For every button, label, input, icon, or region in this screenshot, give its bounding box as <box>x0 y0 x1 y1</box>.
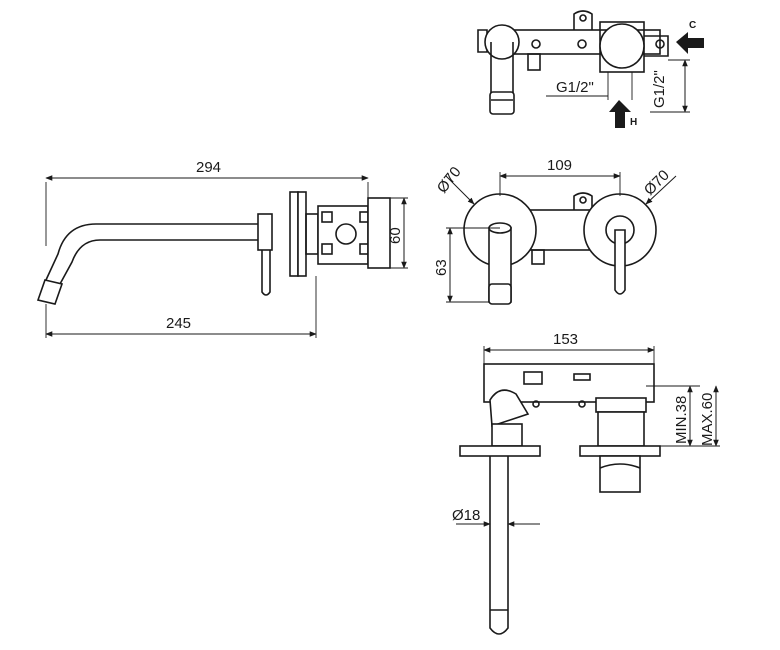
plan-valve-head <box>595 397 647 413</box>
plan-spout-pipe <box>489 456 509 635</box>
top-view: C H G1/2" G1/2" <box>477 10 704 128</box>
spout-tip <box>36 279 64 305</box>
lever-stem <box>261 250 271 296</box>
cold-inlet-arrow <box>676 32 704 54</box>
body-width-label: 153 <box>553 331 578 348</box>
screw <box>577 39 587 49</box>
spout-height-label: 63 <box>433 259 450 276</box>
thread-label-horizontal: G1/2" <box>556 79 594 96</box>
side-view: 294 245 60 <box>36 159 408 338</box>
plan-spout-rosette <box>459 445 541 457</box>
spout-handle-collar <box>257 213 273 251</box>
valve-rosette <box>297 191 307 277</box>
left-rosette-diameter-label: Ø70 <box>434 164 465 197</box>
spout-outlet <box>489 91 515 115</box>
plan-body <box>483 363 655 403</box>
right-rosette-diameter-label: Ø70 <box>641 167 673 199</box>
plan-spout-elbow <box>489 389 530 428</box>
mounting-box <box>367 197 391 269</box>
mounting-tab <box>573 192 593 210</box>
thread-label-vertical: G1/2" <box>651 70 668 108</box>
plan-valve-rosette <box>579 445 661 457</box>
overall-length-label: 294 <box>196 159 221 176</box>
spout-diameter-label: Ø18 <box>452 507 480 524</box>
screw <box>531 39 541 49</box>
hot-inlet-arrow <box>609 100 631 128</box>
spout-reach-label: 245 <box>166 315 191 332</box>
cold-inlet-label: C <box>689 20 696 31</box>
spout-front-outlet <box>488 283 512 305</box>
min-depth-label: MIN.38 <box>673 396 690 444</box>
spout-rosette <box>289 191 299 277</box>
hot-inlet-label: H <box>630 117 637 128</box>
small-valve <box>527 53 541 71</box>
max-depth-label: MAX.60 <box>699 393 716 446</box>
front-view: 109 Ø70 Ø70 63 <box>433 157 677 305</box>
center-distance-label: 109 <box>547 157 572 174</box>
spout-upper-edge <box>45 223 258 281</box>
plan-spout-collar <box>491 423 523 447</box>
plan-valve-lever <box>599 455 641 493</box>
mounting-tab <box>573 10 593 30</box>
valve-lever <box>614 229 626 295</box>
screw <box>655 39 665 49</box>
plan-view: 153 Ø18 MIN.38 MAX.60 <box>452 331 720 635</box>
box-depth-label: 60 <box>387 227 404 244</box>
spout-collar <box>484 24 520 60</box>
plan-valve-collar <box>597 411 645 447</box>
spout-lower-edge <box>59 239 258 285</box>
valve-cartridge <box>599 23 645 69</box>
